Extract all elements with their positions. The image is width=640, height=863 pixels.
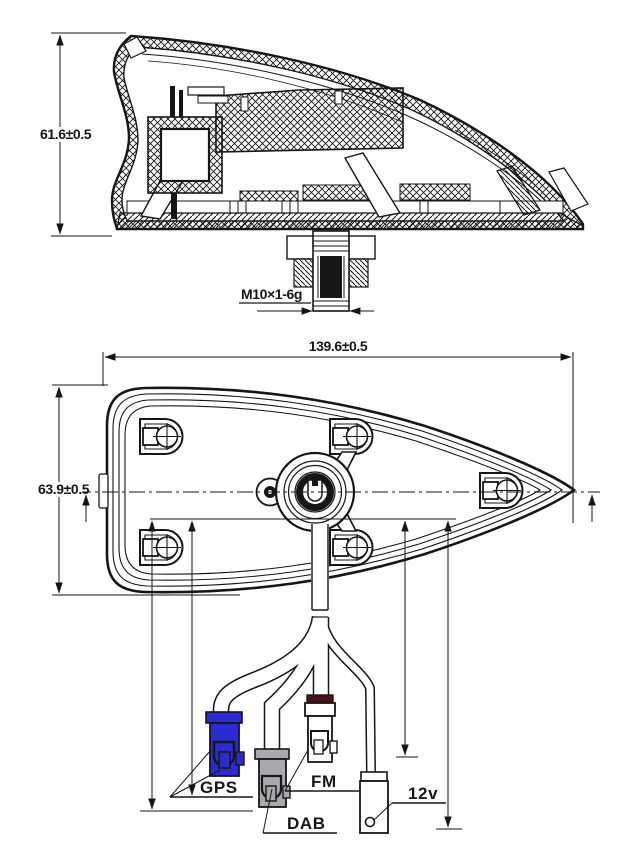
pcb-strip-2 [399, 183, 471, 201]
length-dim-text: 139.6±0.5 [309, 338, 368, 354]
power-box [359, 771, 389, 834]
clip-bottom-left [139, 529, 184, 566]
power-box-hole [364, 816, 376, 828]
height-dimension: 61.6±0.5 [38, 32, 126, 237]
rod [187, 86, 225, 96]
pcb-strip [302, 184, 370, 201]
width-dimension: 63.9±0.5 [36, 384, 240, 596]
mast-slot [240, 96, 249, 112]
clip-top-center [329, 418, 374, 455]
thread-callout: M10×1-6g [239, 286, 374, 315]
side-view-section: 61.6±0.5 M10×1-6g [38, 32, 589, 315]
connector-labels: GPS FM DAB 12v [169, 749, 446, 834]
clip-rear [479, 472, 524, 509]
fm-connector [304, 694, 338, 763]
module-body [159, 127, 211, 183]
seal-line-2 [118, 399, 552, 581]
mounting-stud [286, 230, 376, 312]
gps-label: GPS [200, 778, 238, 797]
bracket-tail [548, 167, 589, 212]
gasket-strip [239, 190, 299, 202]
bracket-tail-hatched [496, 165, 541, 216]
dab-label: DAB [287, 814, 326, 833]
clip-top-left [139, 418, 184, 455]
apex-chamfer [123, 36, 147, 59]
module-lead [171, 193, 177, 219]
mast-slot-2 [334, 90, 343, 105]
module-pin-2 [179, 90, 183, 117]
cable-harness [212, 524, 376, 775]
power-label: 12v [408, 784, 438, 803]
bottom-view-plan: 139.6±0.5 63.9±0.5 [36, 338, 600, 834]
clip-bottom-center [329, 529, 374, 566]
terminal-row [126, 200, 564, 214]
gps-connector [205, 711, 245, 777]
height-dim-text: 61.6±0.5 [40, 126, 92, 142]
fm-label: FM [311, 772, 337, 791]
bracket-mid [343, 152, 402, 218]
rod-2 [197, 95, 229, 104]
seal-line-1 [112, 393, 563, 587]
dab-connector [254, 748, 291, 808]
width-dim-text: 63.9±0.5 [38, 481, 90, 497]
module-pin [170, 86, 175, 117]
terminal-dividers [229, 201, 501, 213]
base-plate [116, 212, 584, 230]
front-tab [98, 473, 109, 509]
length-dimension: 139.6±0.5 [102, 338, 574, 523]
reference-dimensions [82, 494, 596, 830]
thread-spec-text: M10×1-6g [241, 286, 302, 302]
